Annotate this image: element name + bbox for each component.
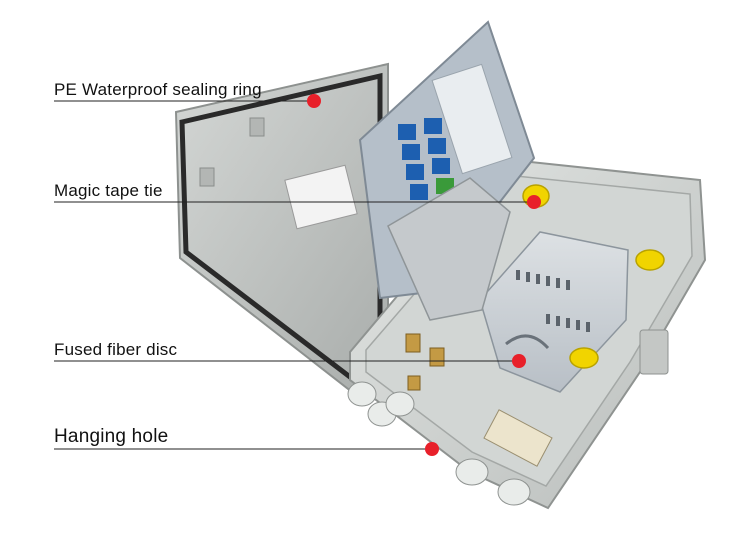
- lid-hinge-tab: [249, 117, 265, 137]
- callout-leaders: [54, 100, 534, 450]
- marker-dot-fiber-disc: [512, 354, 526, 368]
- tray-cover-flap: [387, 177, 511, 321]
- callout-markers: [307, 94, 541, 456]
- callout-label-hanging-hole: Hanging hole: [54, 426, 169, 447]
- cable-glands: [347, 381, 531, 506]
- marker-dot-magic-tape: [527, 195, 541, 209]
- callout-label-pe-ring: PE Waterproof sealing ring: [54, 80, 262, 99]
- callout-label-fiber-disc: Fused fiber disc: [54, 340, 178, 359]
- marker-dot-hanging-hole: [425, 442, 439, 456]
- side-mount-tab: [639, 329, 669, 375]
- lid-label-sticker: [284, 164, 358, 230]
- terminal-strip: [483, 409, 553, 467]
- enclosure-lid: [174, 62, 389, 394]
- callout-label-magic-tape: Magic tape tie: [54, 181, 163, 200]
- marker-dot-pe-ring: [307, 94, 321, 108]
